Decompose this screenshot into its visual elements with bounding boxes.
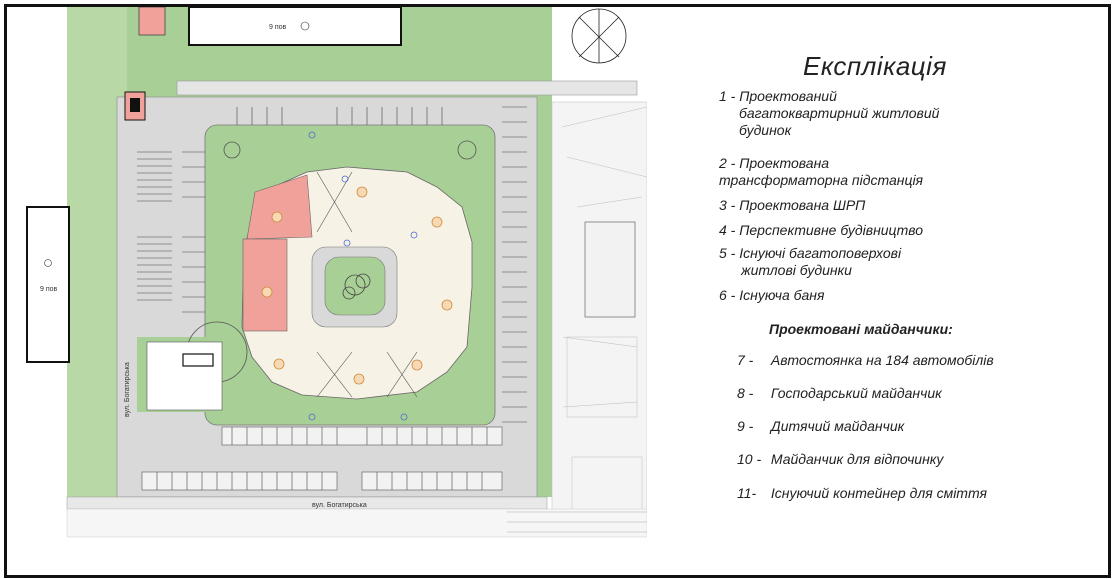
playground	[324, 256, 386, 316]
road-top	[176, 80, 638, 96]
street-label-left: вул. Богатирська	[124, 362, 131, 417]
site-item-7: 7 - Автостоянка на 184 автомобілів	[737, 352, 994, 368]
legend-item-2: 2 - Проектована трансформаторна підстанц…	[719, 155, 924, 188]
building-label-top: 9 пов	[269, 24, 287, 31]
existing-building-right	[584, 221, 636, 318]
site-item-9: 9 - Дитячий майданчик	[737, 418, 905, 434]
legend-item-1: 1 - Проектований багатоквартирний житлов…	[719, 88, 940, 138]
site-item-8: 8 - Господарський майданчик	[737, 385, 942, 401]
building-label-left: 9 пов	[40, 286, 58, 293]
legend-title: Експлікація	[803, 51, 947, 81]
sites-subtitle: Проектовані майданчики:	[769, 321, 953, 337]
pink-section-top	[246, 174, 313, 240]
site-item-11: 11- Існуючий контейнер для сміття	[737, 485, 987, 501]
drawing-frame: 9 пов 9 пов вул. Богатирська вул. Богати…	[4, 4, 1111, 578]
street-label-bottom: вул. Богатирська	[312, 502, 367, 509]
pink-section-left	[242, 238, 288, 332]
north-arrow-icon	[571, 8, 627, 64]
legend-item-5: 5 - Існуючі багатоповерхові житлові буди…	[719, 245, 902, 278]
existing-building-top	[188, 7, 402, 46]
section-markers	[261, 186, 453, 385]
existing-building-left	[26, 206, 70, 363]
site-item-10: 10 - Майданчик для відпочинку	[737, 451, 944, 467]
site-plan: 9 пов 9 пов вул. Богатирська вул. Богати…	[26, 7, 647, 538]
legend-item-3: 3 - Проектована ШРП	[719, 197, 866, 213]
existing-bath	[146, 341, 223, 411]
legend-item-4: 4 - Перспективне будівництво	[719, 222, 924, 238]
parking-stalls	[137, 106, 527, 423]
legend-item-6: 6 - Існуюча баня	[719, 287, 825, 303]
